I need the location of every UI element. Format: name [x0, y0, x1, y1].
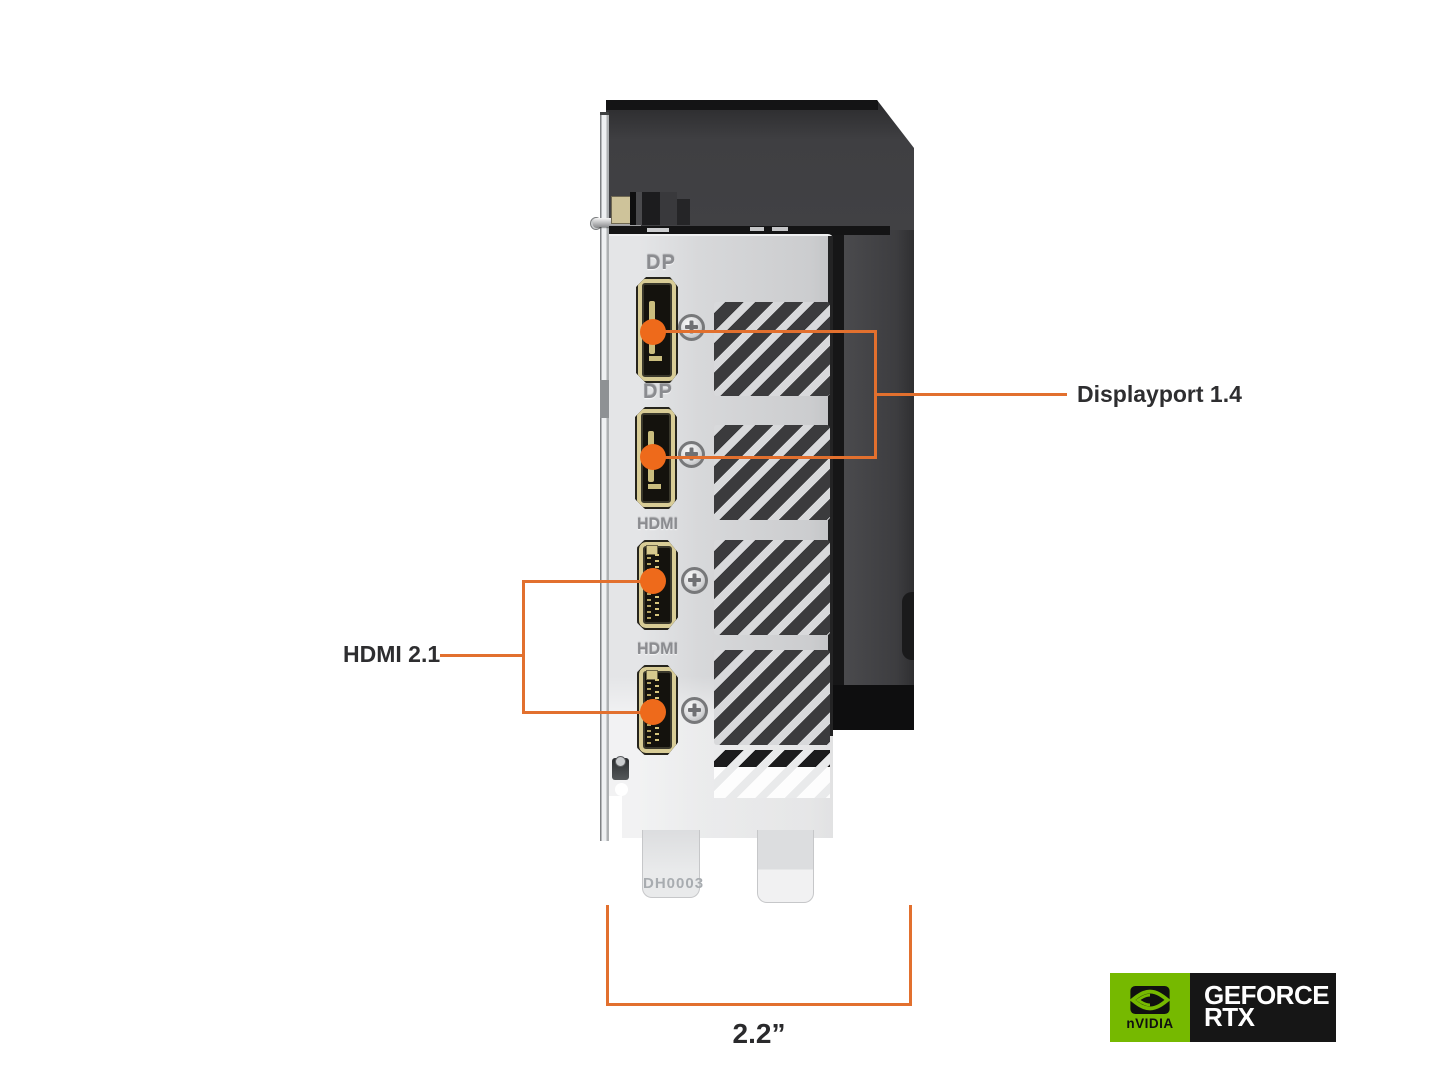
callout-dot [640, 444, 666, 470]
screw-icon [681, 567, 708, 594]
port-label-hdmi-2: HDMI [637, 641, 678, 658]
gpu-body-notch [902, 592, 914, 660]
rtx-text: RTX [1204, 1002, 1255, 1032]
screw-icon [678, 314, 705, 341]
geforce-badge-black: GEFORCE RTX [1190, 973, 1336, 1042]
mount-tab-block [611, 196, 631, 224]
displayport-callout-label: Displayport 1.4 [1077, 381, 1242, 407]
pcb-junction-band [609, 226, 890, 235]
dimension-line-bottom [606, 1003, 912, 1006]
mount-tab-dark-step [677, 199, 690, 225]
bracket-edge-notch [600, 380, 609, 418]
callout-line-dp-to-label [877, 393, 1067, 396]
dimension-label: 2.2” [732, 1018, 786, 1049]
callout-line-hdmi-2 [522, 711, 653, 714]
port-label-dp-1: DP [646, 252, 676, 274]
port-label-dp-2: DP [643, 381, 673, 403]
vent-grille [714, 750, 830, 798]
bracket-notch [615, 783, 628, 796]
bracket-marking: DH0003 [643, 875, 705, 892]
vent-grille [714, 650, 830, 745]
geforce-rtx-badge: nVIDIA GEFORCE RTX [1110, 973, 1336, 1042]
geforce-text: GEFORCE [1204, 980, 1330, 1010]
nvidia-eye-icon [1129, 985, 1171, 1014]
callout-line-dp-1 [653, 330, 877, 333]
vent-grille [714, 302, 830, 396]
hdmi-callout-label: HDMI 2.1 [343, 641, 441, 667]
vent-grille [714, 540, 830, 635]
bracket-edge-strip [600, 112, 609, 841]
hdmi-chip [646, 545, 658, 555]
nvidia-wordmark: nVIDIA [1126, 1015, 1174, 1031]
io-bracket-edge-shadow [828, 236, 833, 736]
dimension-line-right [909, 905, 912, 1006]
bracket-bottom-inset [609, 796, 622, 838]
screw-icon [678, 441, 705, 468]
callout-line-hdmi-to-label [440, 654, 525, 657]
port-label-hdmi-1: HDMI [637, 516, 678, 533]
hdmi-chip [646, 670, 658, 680]
dimension-line-left [606, 905, 609, 1006]
mount-tab-dark-block [630, 192, 677, 225]
nvidia-badge-green: nVIDIA [1110, 973, 1190, 1042]
callout-dot [640, 319, 666, 345]
callout-line-hdmi-vertical [522, 580, 525, 714]
gpu-body-top-edge [606, 100, 878, 110]
callout-line-hdmi-1 [522, 580, 653, 583]
vent-grille [714, 425, 830, 520]
callout-line-dp-vertical [874, 330, 877, 459]
bottom-screw-icon [612, 756, 629, 780]
pci-tab-right [757, 830, 814, 903]
pci-tab-left: DH0003 [642, 830, 705, 898]
callout-dot [640, 568, 666, 594]
gpu-body-shadow [832, 228, 844, 690]
callout-dot [640, 699, 666, 725]
gpu-body-bottom [832, 685, 914, 730]
screw-icon [681, 697, 708, 724]
callout-line-dp-2 [653, 456, 877, 459]
